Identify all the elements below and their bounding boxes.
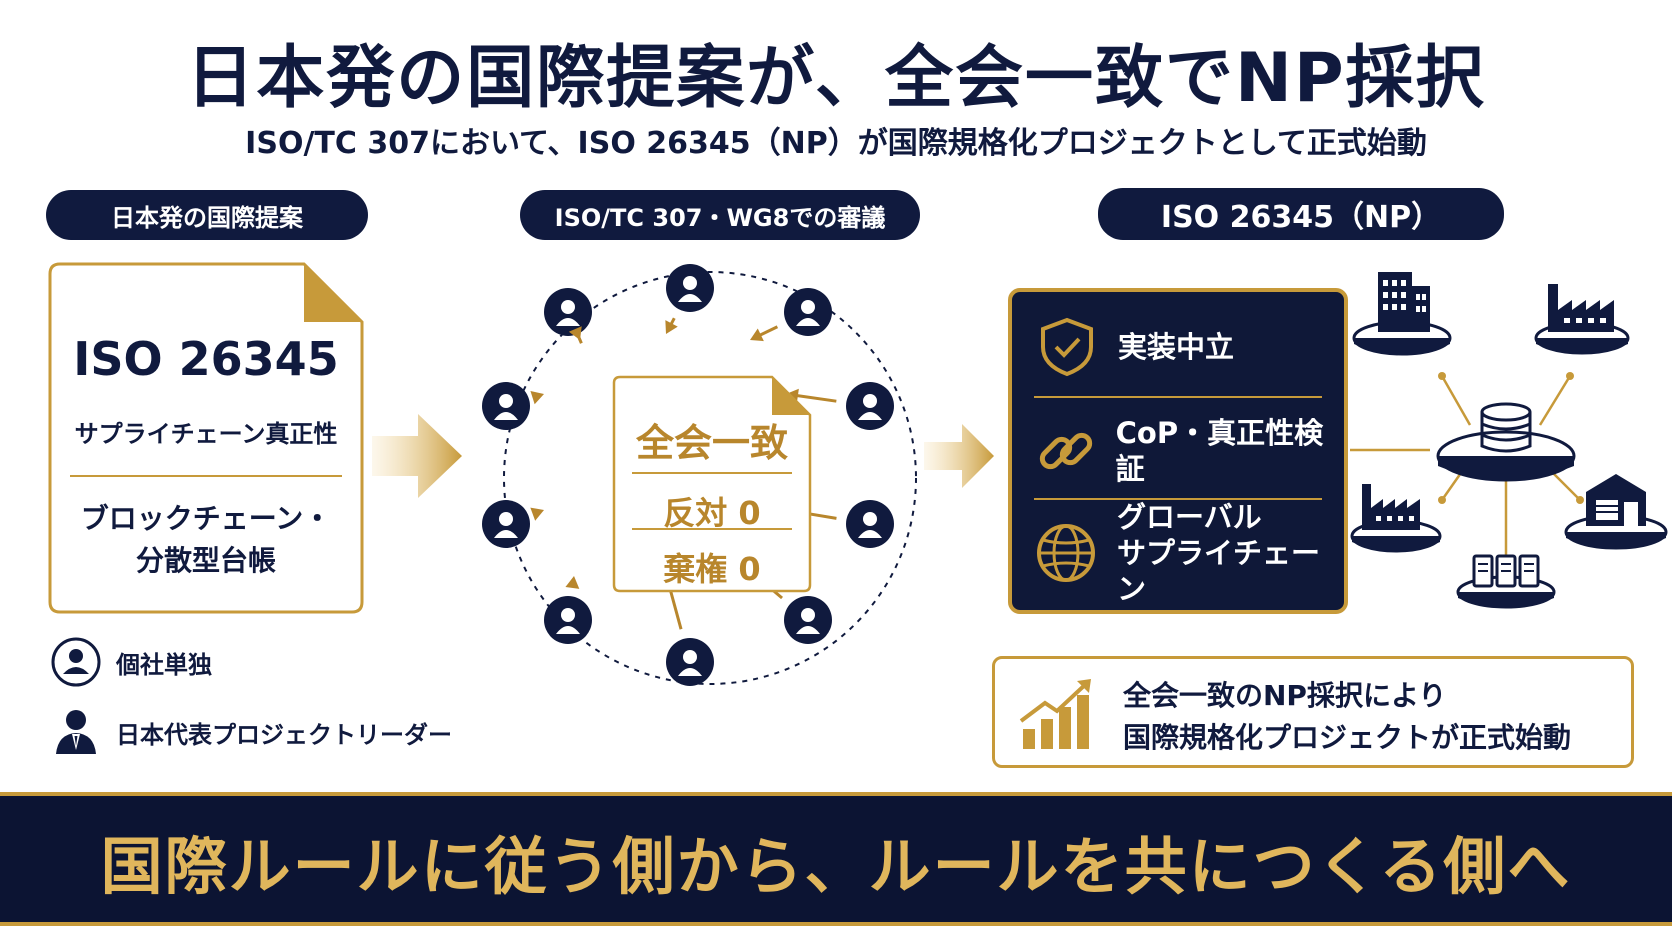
document-frame (48, 262, 364, 614)
flow-arrow-right-icon (372, 414, 462, 498)
member-person-icon (544, 596, 592, 644)
shield-check-icon (1041, 317, 1093, 377)
feature-label: 実装中立 (1118, 330, 1235, 364)
member-person-icon (666, 264, 714, 312)
panel-divider (1034, 396, 1322, 398)
vote-arrowhead (568, 326, 582, 340)
bottom-banner: 国際ルールに従う側から、ルールを共につくる側へ (0, 792, 1672, 926)
member-person-icon (544, 288, 592, 336)
person-circle-icon (51, 637, 101, 687)
legend-individual-label: 個社単独 (116, 650, 212, 679)
legend-individual: 個社単独 (50, 636, 212, 688)
label-iso-np: ISO 26345（NP） (1098, 188, 1504, 240)
warehouse-icon (1564, 474, 1668, 550)
growth-chart-icon (1019, 679, 1091, 749)
label-wg8-deliberation: ISO/TC 307・WG8での審議 (520, 190, 920, 240)
feature-global-supply-chain: グローバル サプライチェーン (1012, 500, 1344, 606)
member-person-icon (846, 500, 894, 548)
legend-project-leader: 日本代表プロジェクトリーダー (50, 706, 452, 758)
vote-arrowhead (665, 320, 678, 334)
page-subtitle: ISO/TC 307において、ISO 26345（NP）が国際規格化プロジェクト… (245, 126, 1427, 161)
factory-icon (1350, 484, 1442, 553)
supply-chain-network (1350, 272, 1668, 609)
member-person-icon (784, 288, 832, 336)
feature-cop-verification: CoP・真正性検証 (1012, 402, 1344, 500)
page-title: 日本発の国際提案が、全会一致でNP採択 (186, 39, 1486, 118)
server-icon (1456, 554, 1556, 609)
factory-icon (1534, 284, 1630, 355)
vote-arrowhead (565, 576, 580, 589)
member-person-icon (784, 596, 832, 644)
document-code: ISO 26345 (73, 332, 339, 386)
feature-label: グローバル サプライチェーン (1116, 500, 1320, 606)
database-icon (1436, 402, 1576, 482)
vote-arrowhead (530, 390, 544, 405)
result-text: 全会一致のNP採択により 国際規格化プロジェクトが正式始動 (1123, 679, 1572, 754)
vote-unanimous: 全会一致 (635, 421, 788, 465)
globe-icon (1037, 524, 1096, 582)
vote-arrow (793, 393, 837, 403)
np-features-panel: 実装中立 CoP・真正性検証 グローバル サプライチェーン (1008, 288, 1348, 614)
document-topic: サプライチェーン真正性 (74, 420, 338, 448)
proposal-document: ISO 26345 サプライチェーン真正性 ブロックチェーン・ 分散型台帳 (48, 262, 364, 614)
legend-project-leader-label: 日本代表プロジェクトリーダー (116, 720, 452, 749)
vote-against: 反対 0 (663, 494, 761, 532)
document-divider (70, 475, 342, 477)
member-person-icon (846, 382, 894, 430)
flow-arrow-right-icon (924, 424, 994, 488)
document-technology: ブロックチェーン・ 分散型台帳 (80, 502, 332, 577)
member-person-icon (666, 638, 714, 686)
member-person-icon (482, 500, 530, 548)
wg8-member-circle (482, 264, 917, 686)
feature-label: CoP・真正性検証 (1115, 416, 1324, 486)
result-summary: 全会一致のNP採択により 国際規格化プロジェクトが正式始動 (992, 656, 1634, 768)
label-japan-proposal: 日本発の国際提案 (46, 190, 368, 240)
vote-arrowhead (530, 507, 544, 521)
office-building-icon (1352, 272, 1452, 356)
panel-divider (1034, 498, 1322, 500)
vote-arrowhead (750, 328, 764, 342)
vote-abstain: 棄権 0 (663, 550, 761, 588)
feature-implementation-neutral: 実装中立 (1012, 298, 1344, 396)
vote-result-card (612, 375, 812, 593)
chain-link-icon (1039, 432, 1092, 470)
person-suit-icon (56, 710, 96, 754)
banner-message: 国際ルールに従う側から、ルールを共につくる側へ (100, 830, 1572, 903)
member-person-icon (482, 382, 530, 430)
